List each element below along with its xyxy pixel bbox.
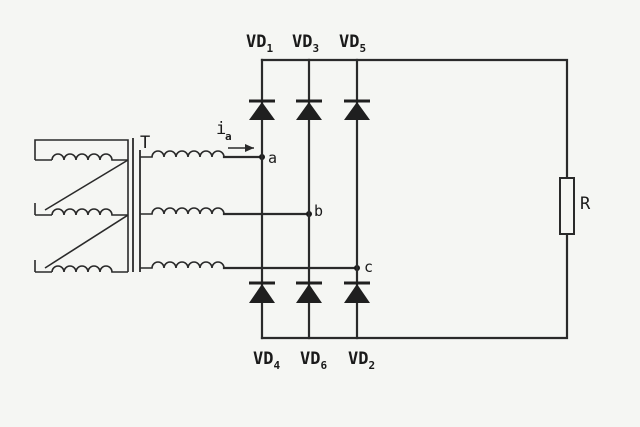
label-vd6: VD6 bbox=[300, 349, 327, 372]
label-vd1: VD1 bbox=[246, 32, 273, 55]
transformer-label: T bbox=[140, 133, 150, 153]
label-vd6-sub: 6 bbox=[320, 359, 327, 372]
label-vd5: VD5 bbox=[339, 32, 366, 55]
transformer-primary bbox=[34, 139, 129, 273]
current-arrow bbox=[228, 144, 254, 152]
label-vd1-sub: 1 bbox=[266, 42, 273, 55]
resistor-label: R bbox=[580, 194, 591, 214]
node-b-label: b bbox=[314, 202, 323, 220]
primary-delta-link-1 bbox=[44, 159, 129, 211]
node-c-label: c bbox=[364, 258, 373, 276]
secondary-winding-b bbox=[140, 207, 225, 215]
positive-rail bbox=[260, 58, 569, 180]
label-vd5-name: VD bbox=[339, 32, 359, 52]
diode-vd5 bbox=[344, 99, 370, 120]
label-vd2: VD2 bbox=[348, 349, 375, 372]
current-label: i bbox=[216, 119, 226, 139]
label-vd1-name: VD bbox=[246, 32, 266, 52]
primary-delta-link-2 bbox=[44, 214, 129, 269]
primary-winding-3 bbox=[34, 260, 128, 273]
label-vd3-name: VD bbox=[292, 32, 312, 52]
label-vd2-name: VD bbox=[348, 349, 368, 369]
label-vd2-sub: 2 bbox=[368, 359, 375, 372]
label-vd6-name: VD bbox=[300, 349, 320, 369]
transformer-core bbox=[132, 138, 141, 272]
primary-winding-1 bbox=[34, 148, 128, 161]
label-vd3: VD3 bbox=[292, 32, 319, 55]
diode-vd6 bbox=[296, 281, 322, 303]
primary-winding-2 bbox=[34, 203, 128, 216]
label-vd4-name: VD bbox=[253, 349, 273, 369]
diode-vd1 bbox=[249, 99, 275, 120]
primary-delta-link-3 bbox=[34, 139, 129, 272]
diode-vd3 bbox=[296, 99, 322, 120]
label-vd5-sub: 5 bbox=[359, 42, 366, 55]
load-resistor bbox=[559, 177, 575, 235]
label-vd4-sub: 4 bbox=[273, 359, 280, 372]
secondary-winding-c bbox=[140, 261, 225, 269]
label-vd3-sub: 3 bbox=[312, 42, 319, 55]
secondary-winding-a bbox=[140, 150, 225, 158]
diode-vd2 bbox=[344, 281, 370, 303]
transformer-secondary bbox=[140, 150, 225, 269]
phase-wires bbox=[222, 155, 359, 270]
diode-vd4 bbox=[249, 281, 275, 303]
node-a-label: a bbox=[268, 149, 277, 167]
negative-rail bbox=[260, 232, 569, 340]
label-vd4: VD4 bbox=[253, 349, 280, 372]
bottom-diode-labels: VD4 VD6 VD2 bbox=[253, 349, 375, 372]
top-diode-labels: VD1 VD3 VD5 bbox=[246, 32, 366, 55]
current-subscript: a bbox=[225, 130, 232, 143]
